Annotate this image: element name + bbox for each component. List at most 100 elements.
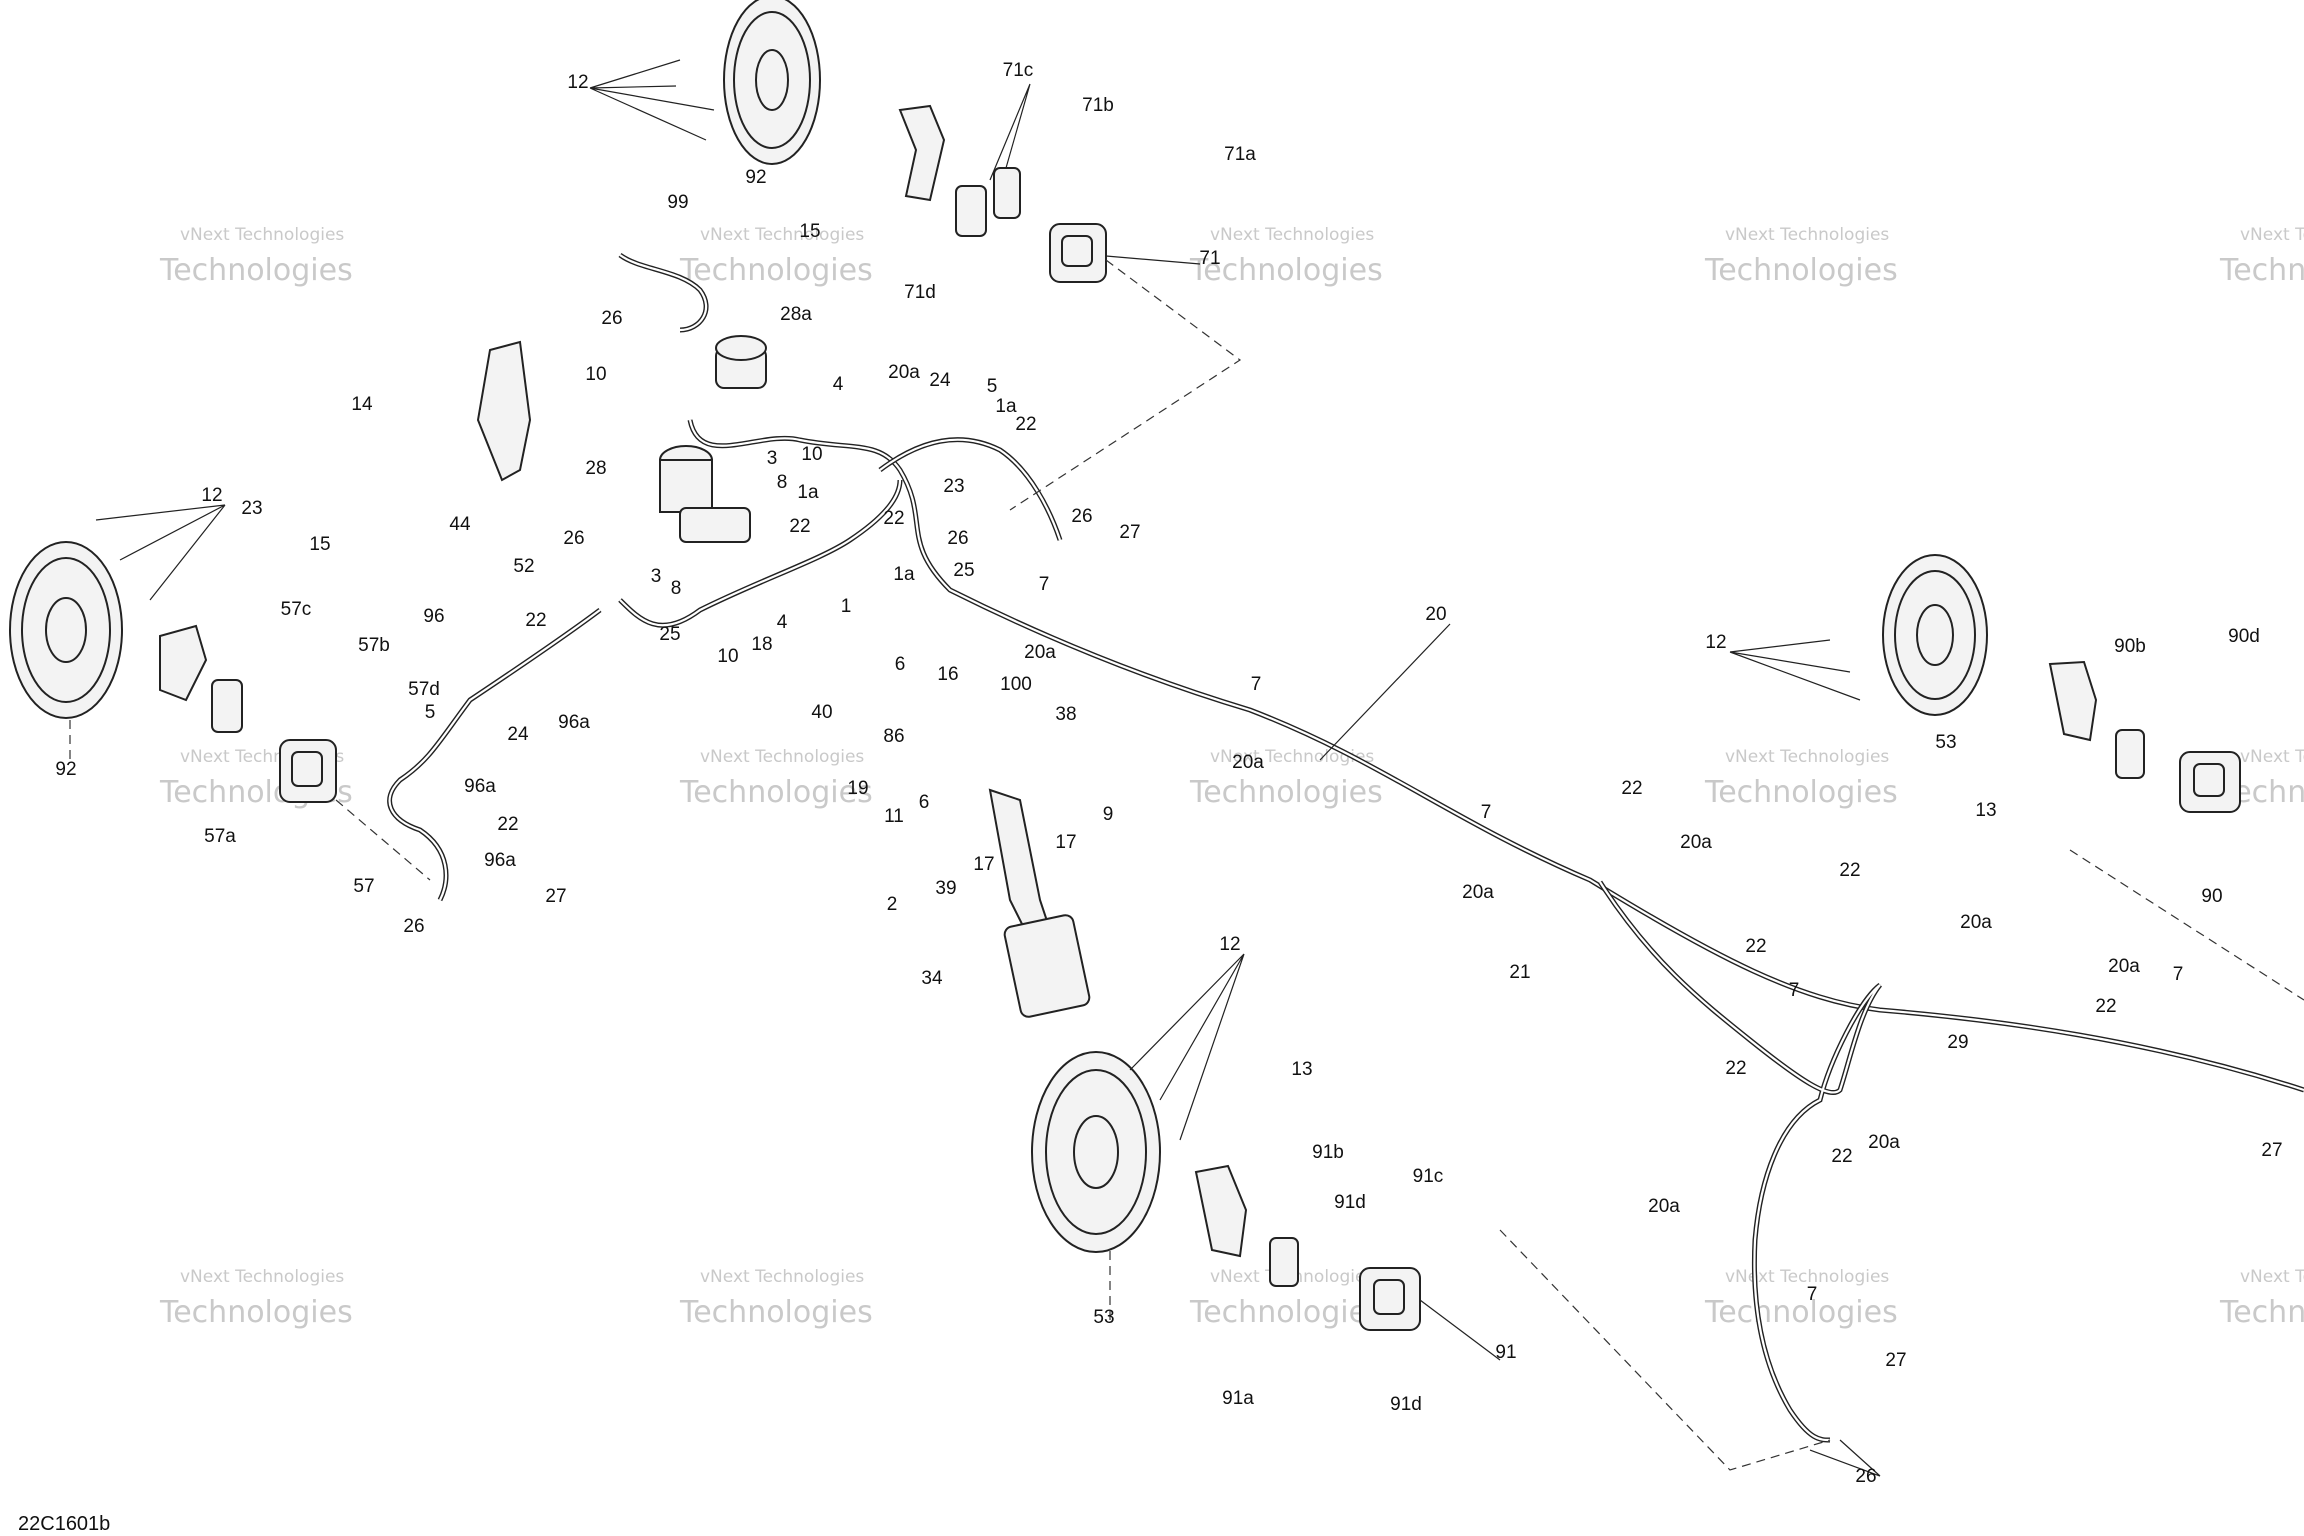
caliper-front-right (898, 104, 1107, 283)
callout-57d: 57d (408, 679, 440, 700)
svg-text:Technologies: Technologies (159, 253, 353, 288)
callout-99: 99 (667, 192, 688, 213)
callout-3: 3 (767, 448, 778, 469)
callout-15: 15 (309, 534, 330, 555)
watermark: vNext Technologies Technologies (159, 1267, 353, 1330)
callout-19: 19 (847, 778, 868, 799)
callout-91: 91 (1495, 1342, 1516, 1363)
callout-26: 26 (947, 528, 968, 549)
callout-40: 40 (811, 702, 832, 723)
callout-26: 26 (563, 528, 584, 549)
callout-71b: 71b (1082, 95, 1114, 116)
callout-91d: 91d (1390, 1394, 1422, 1415)
svg-text:vNext Technologies: vNext Technologies (1725, 225, 1889, 245)
brake-disc-front-left (9, 541, 123, 719)
callout-22: 22 (1015, 414, 1036, 435)
callout-57b: 57b (358, 635, 390, 656)
callout-91b: 91b (1312, 1142, 1344, 1163)
callout-16: 16 (937, 664, 958, 685)
callout-38: 38 (1055, 704, 1076, 725)
svg-text:vNext Technologies: vNext Technologies (2240, 747, 2304, 767)
callout-20a: 20a (1868, 1132, 1900, 1153)
watermark: vNext Technologies Technologies (1704, 1267, 1898, 1330)
drawing-code: 22C1601b (18, 1513, 110, 1535)
svg-text:vNext Technologies: vNext Technologies (1725, 1267, 1889, 1287)
caliper-rear-right (2048, 660, 2241, 813)
callout-53: 53 (1935, 732, 1956, 753)
callout-71c: 71c (1003, 60, 1034, 81)
callout-20a: 20a (1232, 752, 1264, 773)
callout-22: 22 (1831, 1146, 1852, 1167)
callout-6: 6 (919, 792, 930, 813)
callout-22: 22 (525, 610, 546, 631)
brake-lines (387, 252, 2304, 1443)
watermark: vNext Technologies Technologies (679, 1267, 873, 1330)
callout-23: 23 (943, 476, 964, 497)
callout-3: 3 (651, 566, 662, 587)
svg-text:vNext Technologies: vNext Technologies (700, 1267, 864, 1287)
callout-4: 4 (777, 612, 788, 633)
callout-22: 22 (497, 814, 518, 835)
caliper-front-left (159, 624, 337, 803)
callout-27: 27 (545, 886, 566, 907)
callout-2: 2 (887, 894, 898, 915)
watermark: vNext Technologies Technologies (2219, 225, 2304, 288)
callout-44: 44 (449, 514, 471, 535)
callout-96a: 96a (558, 712, 590, 733)
watermark: vNext Technologies Technologies (2219, 1267, 2304, 1330)
callout-27: 27 (2261, 1140, 2282, 1161)
callout-27: 27 (1119, 522, 1140, 543)
callout-71a: 71a (1224, 144, 1256, 165)
callout-20a: 20a (1024, 642, 1056, 663)
svg-text:Technologies: Technologies (159, 1295, 353, 1330)
callout-8: 8 (671, 578, 682, 599)
callout-34: 34 (921, 968, 943, 989)
callout-24: 24 (929, 370, 951, 391)
callout-20a: 20a (2108, 956, 2140, 977)
watermark: vNext Technologies Technologies (1704, 225, 1898, 288)
callout-26: 26 (601, 308, 622, 329)
callout-12: 12 (1705, 632, 1726, 653)
callout-27: 27 (1885, 1350, 1906, 1371)
callout-7: 7 (1789, 980, 1800, 1001)
svg-text:vNext Technologies: vNext Technologies (700, 747, 864, 767)
callout-12: 12 (1219, 934, 1240, 955)
callout-26: 26 (1071, 506, 1092, 527)
callout-5: 5 (425, 702, 436, 723)
watermarks: vNext Technologies Technologies vNext Te… (159, 225, 2304, 1330)
callout-26: 26 (403, 916, 424, 937)
callout-39: 39 (935, 878, 956, 899)
callout-20: 20 (1425, 604, 1446, 625)
callout-91a: 91a (1222, 1388, 1254, 1409)
callout-96: 96 (423, 606, 444, 627)
callout-20a: 20a (1462, 882, 1494, 903)
callout-22: 22 (1745, 936, 1766, 957)
callout-6: 6 (895, 654, 906, 675)
callout-17: 17 (973, 854, 994, 875)
callout-12: 12 (201, 485, 222, 506)
callout-14: 14 (351, 394, 373, 415)
watermark: vNext Technologies Technologies (1704, 747, 1898, 810)
heat-shield (476, 340, 532, 482)
watermark: vNext Technologies Technologies (679, 225, 873, 288)
callout-22: 22 (1839, 860, 1860, 881)
fluid-reservoir (715, 335, 767, 389)
watermark: vNext Technologies Technologies (1189, 225, 1383, 288)
caliper-rear-left (1194, 1164, 1421, 1331)
callout-9: 9 (1103, 804, 1114, 825)
callout-91d: 91d (1334, 1192, 1366, 1213)
callout-13: 13 (1975, 800, 1996, 821)
callout-86: 86 (883, 726, 904, 747)
svg-text:Technologies: Technologies (1704, 253, 1898, 288)
callout-21: 21 (1509, 962, 1530, 983)
svg-text:Technologies: Technologies (679, 775, 873, 810)
callout-57c: 57c (281, 599, 312, 620)
svg-text:vNext Technologies: vNext Technologies (1210, 225, 1374, 245)
callout-7: 7 (1251, 674, 1262, 695)
callout-15: 15 (799, 221, 820, 242)
callout-25: 25 (659, 624, 680, 645)
callout-5: 5 (987, 376, 998, 397)
callout-17: 17 (1055, 832, 1076, 853)
callout-71: 71 (1199, 248, 1220, 269)
brake-line-20 (687, 419, 2304, 1093)
